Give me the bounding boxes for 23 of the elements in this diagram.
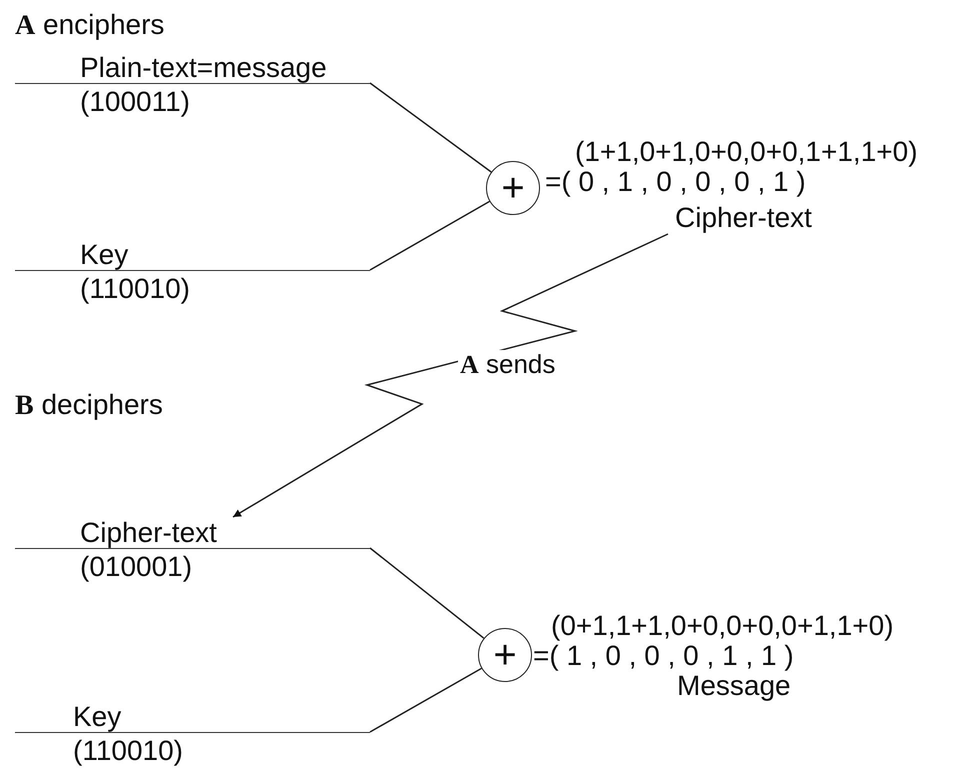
result-name: Message <box>677 672 791 700</box>
section-heading: A enciphers <box>15 10 164 42</box>
bit-string: (100011) <box>80 88 190 116</box>
connector-line <box>370 547 484 639</box>
section-heading: B deciphers <box>15 390 163 422</box>
result-name: Cipher-text <box>675 204 812 232</box>
xor-circle: + <box>486 161 540 215</box>
sum-expression: (1+1,0+1,0+0,0+0,1+1,1+0) <box>575 138 918 166</box>
bit-string: (110010) <box>73 737 184 765</box>
result-vector: =( 1 , 0 , 0 , 0 , 1 , 1 ) <box>533 642 794 670</box>
bit-string: (010001) <box>80 553 192 581</box>
signal-name: Key <box>73 703 122 731</box>
sum-expression: (0+1,1+1,0+0,0+0,0+1,1+0) <box>551 612 894 640</box>
signal-name: Cipher-text <box>80 519 217 547</box>
bit-string: (110010) <box>80 275 190 303</box>
signal-name: Key <box>80 241 128 269</box>
connector-line <box>370 200 490 271</box>
signal-name: Plain-text=message <box>80 54 327 82</box>
connector-line <box>370 668 482 733</box>
zigzag-arrow <box>232 233 668 518</box>
xor-circle: + <box>478 628 532 682</box>
result-vector: =( 0 , 1 , 0 , 0 , 0 , 1 ) <box>545 168 806 196</box>
connector-line <box>370 82 492 173</box>
